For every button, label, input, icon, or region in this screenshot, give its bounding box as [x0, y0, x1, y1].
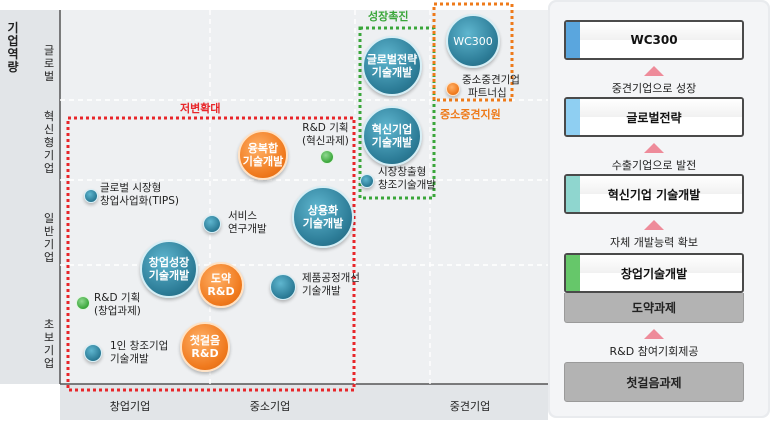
expansion-region	[66, 116, 356, 392]
step-startup-rnd: 창업기술개발	[564, 253, 744, 293]
midsize-partnership-line1: 중소중견기업	[462, 74, 520, 86]
step-innovative-rnd-stripe	[566, 176, 580, 212]
rnd-planning-startup-note: R&D 기획(창업과제)	[94, 292, 141, 318]
rnd-planning-startup-line1: R&D 기획	[94, 292, 141, 304]
process-improvement-line1: 제품공정개선	[302, 272, 360, 284]
midsize-partnership-line2: 파트너십	[468, 87, 507, 99]
leap-task-box: 도약과제	[564, 293, 744, 323]
step-startup-rnd-stripe	[566, 255, 580, 291]
one-person-creative-line1: 1인 창조기업	[110, 340, 169, 352]
innovative-line1: 혁신기업	[371, 123, 413, 136]
growth-ladder: WC300 중견기업으로 성장 글로벌전략 수출기업으로 발전 혁신기업 기술개…	[548, 0, 770, 422]
caption-self-development: 자체 개발능력 확보	[610, 236, 698, 249]
convergence-line2: 기술개발	[242, 155, 284, 168]
step-global-strategy: 글로벌전략	[564, 97, 744, 137]
startup-growth-line2: 기술개발	[148, 269, 190, 282]
step-global-strategy-label: 글로벌전략	[626, 110, 682, 125]
growth-region	[358, 26, 436, 200]
innovative-line2: 기술개발	[371, 136, 413, 149]
service-rnd-line1: 서비스	[228, 210, 257, 222]
y-level-general: 일반기업	[43, 212, 55, 264]
caption-rnd-opportunity: R&D 참여기회제공	[609, 345, 699, 358]
step-global-strategy-stripe	[566, 99, 580, 135]
first-task-label: 첫걸음과제	[626, 375, 682, 390]
caption-export: 수출기업으로 발전	[611, 159, 697, 172]
global-strategy-line2: 기술개발	[371, 66, 413, 79]
step-wc300-stripe	[566, 22, 580, 58]
service-rnd-line2: 연구개발	[228, 223, 267, 235]
market-creation-dot	[360, 174, 374, 188]
midsize-title: 중소중견지원	[440, 108, 501, 121]
wc300-bubble-label: WC300	[453, 34, 493, 48]
midsize-region	[432, 2, 514, 102]
convergence-line1: 융복합	[247, 142, 279, 155]
first-step-rnd-line2: R&D	[191, 347, 219, 360]
one-person-creative-dot	[84, 344, 102, 362]
leap-task-label: 도약과제	[631, 301, 677, 315]
global-market-tips-dot	[84, 189, 98, 203]
capability-chart: 기업역량 글로벌 혁신형기업 일반기업 초보기업 창업기업 중소기업 중견기업 …	[0, 2, 548, 420]
arrow-up-icon	[644, 329, 664, 339]
first-step-rnd-line1: 첫걸음	[189, 334, 221, 347]
rnd-planning-innov-line1: R&D 기획	[302, 122, 349, 134]
commercialization-line2: 기술개발	[302, 217, 344, 230]
y-level-global: 글로벌	[43, 44, 55, 83]
rnd-planning-innov-line2: (혁신과제)	[302, 135, 349, 147]
market-creation-line1: 시장창출형	[378, 166, 427, 178]
global-market-tips-line2: 창업사업화(TIPS)	[100, 195, 179, 207]
step-innovative-rnd: 혁신기업 기술개발	[564, 174, 744, 214]
step-wc300-label: WC300	[630, 33, 678, 47]
y-level-innovative: 혁신형기업	[43, 110, 55, 175]
wc300-bubble: WC300	[446, 14, 500, 68]
leap-rnd-line2: R&D	[207, 285, 235, 298]
global-strategy-line1: 글로벌전략	[366, 53, 418, 66]
growth-title: 성장촉진	[368, 10, 409, 23]
one-person-creative-line2: 기술개발	[110, 353, 149, 365]
step-startup-rnd-label: 창업기술개발	[620, 266, 688, 281]
commercialization-line1: 상용화	[307, 204, 339, 217]
x-label-midsize: 중견기업	[449, 400, 491, 413]
startup-growth-line1: 창업성장	[148, 256, 190, 269]
first-task-box: 첫걸음과제	[564, 362, 744, 402]
step-wc300: WC300	[564, 20, 744, 60]
market-creation-line2: 창조기술개발	[378, 179, 436, 191]
midsize-partnership-dot	[446, 82, 460, 96]
y-level-beginner: 초보기업	[43, 318, 55, 370]
x-label-sme: 중소기업	[249, 400, 291, 413]
process-improvement-dot	[270, 274, 296, 300]
arrow-up-icon	[644, 220, 664, 230]
rnd-planning-startup-dot	[76, 296, 90, 310]
y-axis-title: 기업역량	[7, 21, 19, 74]
rnd-planning-startup-line2: (창업과제)	[94, 305, 141, 317]
rnd-planning-innov-note: R&D 기획(혁신과제)	[302, 122, 349, 148]
global-market-tips-line1: 글로벌 시장형	[100, 182, 162, 194]
service-rnd-dot	[203, 215, 221, 233]
process-improvement-line2: 기술개발	[302, 285, 341, 297]
rnd-planning-innov-dot	[320, 150, 334, 164]
arrow-up-icon	[644, 143, 664, 153]
leap-rnd-line1: 도약	[210, 272, 232, 285]
caption-midsize-growth: 중견기업으로 성장	[611, 82, 697, 95]
arrow-up-icon	[644, 66, 664, 76]
expansion-title: 저변확대	[180, 102, 221, 115]
x-label-startup: 창업기업	[109, 400, 151, 413]
step-innovative-rnd-label: 혁신기업 기술개발	[607, 187, 701, 202]
